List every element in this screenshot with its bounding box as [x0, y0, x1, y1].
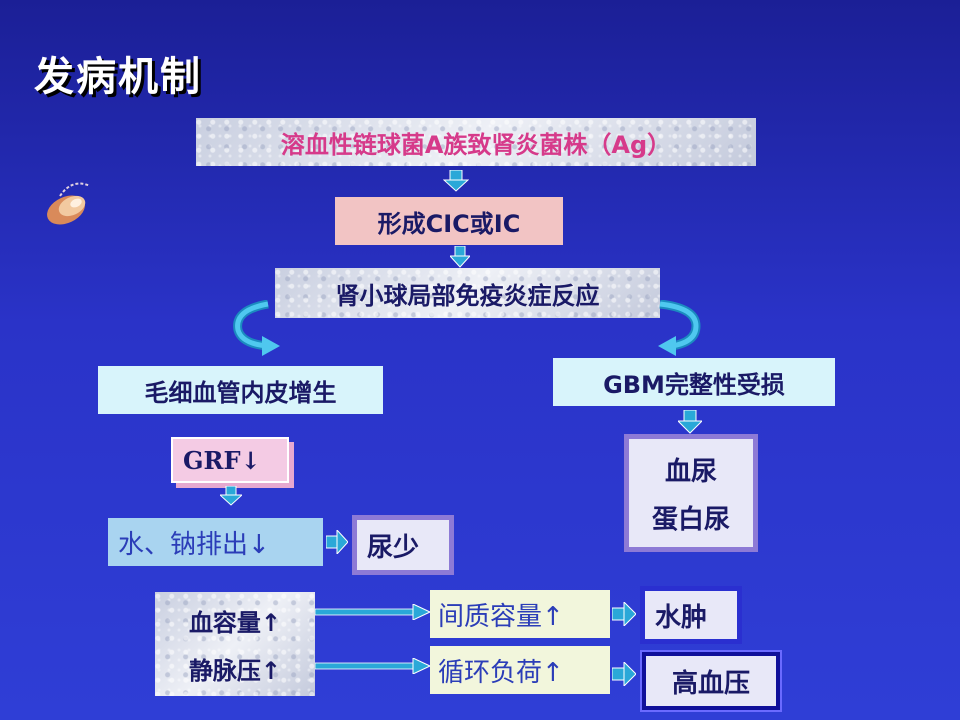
page-title: 发病机制 [34, 54, 202, 100]
gbm-box: GBM完整性受损 [553, 358, 835, 406]
arrow-down-2 [450, 246, 470, 268]
arrow-down-gbm [678, 410, 702, 434]
interstitial-label: 间质容量↑ [438, 601, 564, 632]
curved-arrow-right [658, 300, 701, 356]
strain-box: 溶血性链球菌A族致肾炎菌株（Ag） [196, 118, 756, 166]
oliguria-box: 尿少 [352, 515, 454, 575]
blood-volume-label: 血容量↑ [188, 608, 282, 637]
circulation-box: 循环负荷↑ [430, 646, 610, 694]
hypertension-box: 高血压 [640, 650, 782, 712]
proliferation-label: 毛细血管内皮增生 [144, 378, 337, 407]
edema-label: 水肿 [655, 602, 708, 633]
inflammation-box: 肾小球局部免疫炎症反应 [275, 268, 660, 318]
cic-label: 形成CIC或IC [377, 209, 521, 238]
curved-arrow-left [233, 300, 280, 356]
hematuria-label: 血尿 [664, 456, 717, 487]
arrow-down-1 [443, 170, 469, 192]
arrow-right-hypertension [612, 662, 636, 686]
cic-box: 形成CIC或IC [335, 197, 563, 245]
grf-label: GRF↓ [183, 445, 261, 475]
strain-label: 溶血性链球菌A族致肾炎菌株（Ag） [280, 130, 672, 159]
volume-pressure-box: 血容量↑ 静脉压↑ [155, 592, 315, 696]
gbm-label: GBM完整性受损 [603, 370, 785, 399]
hypertension-label: 高血压 [671, 668, 750, 699]
arrow-right-oliguria [326, 530, 348, 554]
proteinuria-label: 蛋白尿 [651, 504, 730, 535]
venous-pressure-label: 静脉压↑ [188, 656, 282, 685]
edema-box: 水肿 [640, 586, 742, 644]
oliguria-label: 尿少 [367, 532, 420, 563]
inflammation-label: 肾小球局部免疫炎症反应 [335, 281, 600, 310]
circulation-label: 循环负荷↑ [438, 657, 564, 688]
arrow-right-edema [612, 602, 636, 626]
proliferation-box: 毛细血管内皮增生 [98, 366, 383, 414]
urine-findings-box: 血尿 蛋白尿 [624, 434, 758, 552]
arrow-down-grf [220, 486, 242, 506]
mouse-icon [47, 182, 91, 225]
grf-box: GRF↓ [171, 437, 289, 483]
arrow-right-circulation [315, 658, 431, 674]
arrow-right-interstitial [315, 604, 431, 620]
interstitial-box: 间质容量↑ [430, 590, 610, 638]
water-sodium-box: 水、钠排出↓ [108, 518, 323, 566]
water-sodium-label: 水、钠排出↓ [118, 529, 270, 560]
